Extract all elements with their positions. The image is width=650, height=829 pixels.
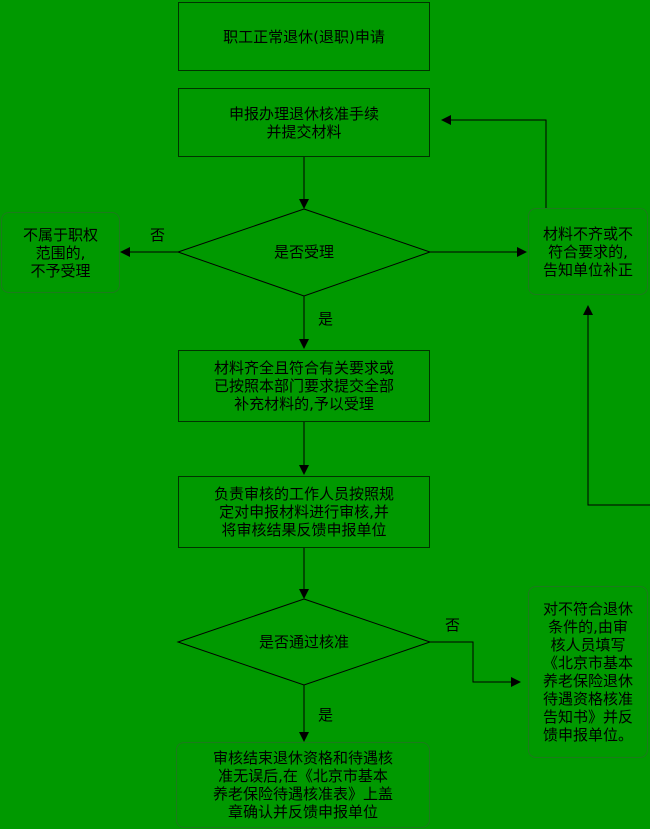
start-box: 职工正常退休(退职)申请 [178, 2, 430, 71]
label-yes-accept: 是 [318, 310, 334, 328]
not-qualified-box: 对不符合退休 条件的,由审 核人员填写 《北京市基本 养老保险退休 待遇资格核准… [528, 586, 648, 758]
start-text: 职工正常退休(退职)申请 [223, 27, 385, 46]
reject-scope-box: 不属于职权 范围的, 不予受理 [1, 212, 120, 293]
review-box: 负责审核的工作人员按照规 定对申报材料进行审核,并 将审核结果反馈申报单位 [178, 476, 430, 548]
incomplete-text: 材料不齐或不 符合要求的, 告知单位补正 [542, 224, 633, 279]
accepted-text: 材料齐全且符合有关要求或 已按照本部门要求提交全部 补充材料的,予以受理 [213, 359, 394, 413]
submit-box: 申报办理退休核准手续 并提交材料 [178, 88, 430, 157]
label-yes-approve: 是 [318, 706, 334, 724]
accepted-box: 材料齐全且符合有关要求或 已按照本部门要求提交全部 补充材料的,予以受理 [178, 350, 430, 422]
decision-accept-text: 是否受理 [273, 243, 334, 261]
not-qualified-text: 对不符合退休 条件的,由审 核人员填写 《北京市基本 养老保险退休 待遇资格核准… [542, 600, 633, 744]
decision-approve-text: 是否通过核准 [258, 633, 349, 651]
label-no-accept: 否 [150, 226, 166, 244]
final-text: 审核结束退休资格和待遇核 准无误后,在《北京市基本 养老保险待遇核准表》上盖 章… [212, 749, 393, 821]
reject-scope-text: 不属于职权 范围的, 不予受理 [22, 225, 98, 280]
label-no-approve: 否 [445, 616, 461, 634]
submit-text: 申报办理退休核准手续 并提交材料 [228, 104, 379, 141]
review-text: 负责审核的工作人员按照规 定对申报材料进行审核,并 将审核结果反馈申报单位 [213, 485, 394, 539]
incomplete-box: 材料不齐或不 符合要求的, 告知单位补正 [528, 208, 648, 295]
final-box: 审核结束退休资格和待遇核 准无误后,在《北京市基本 养老保险待遇核准表》上盖 章… [176, 742, 430, 828]
